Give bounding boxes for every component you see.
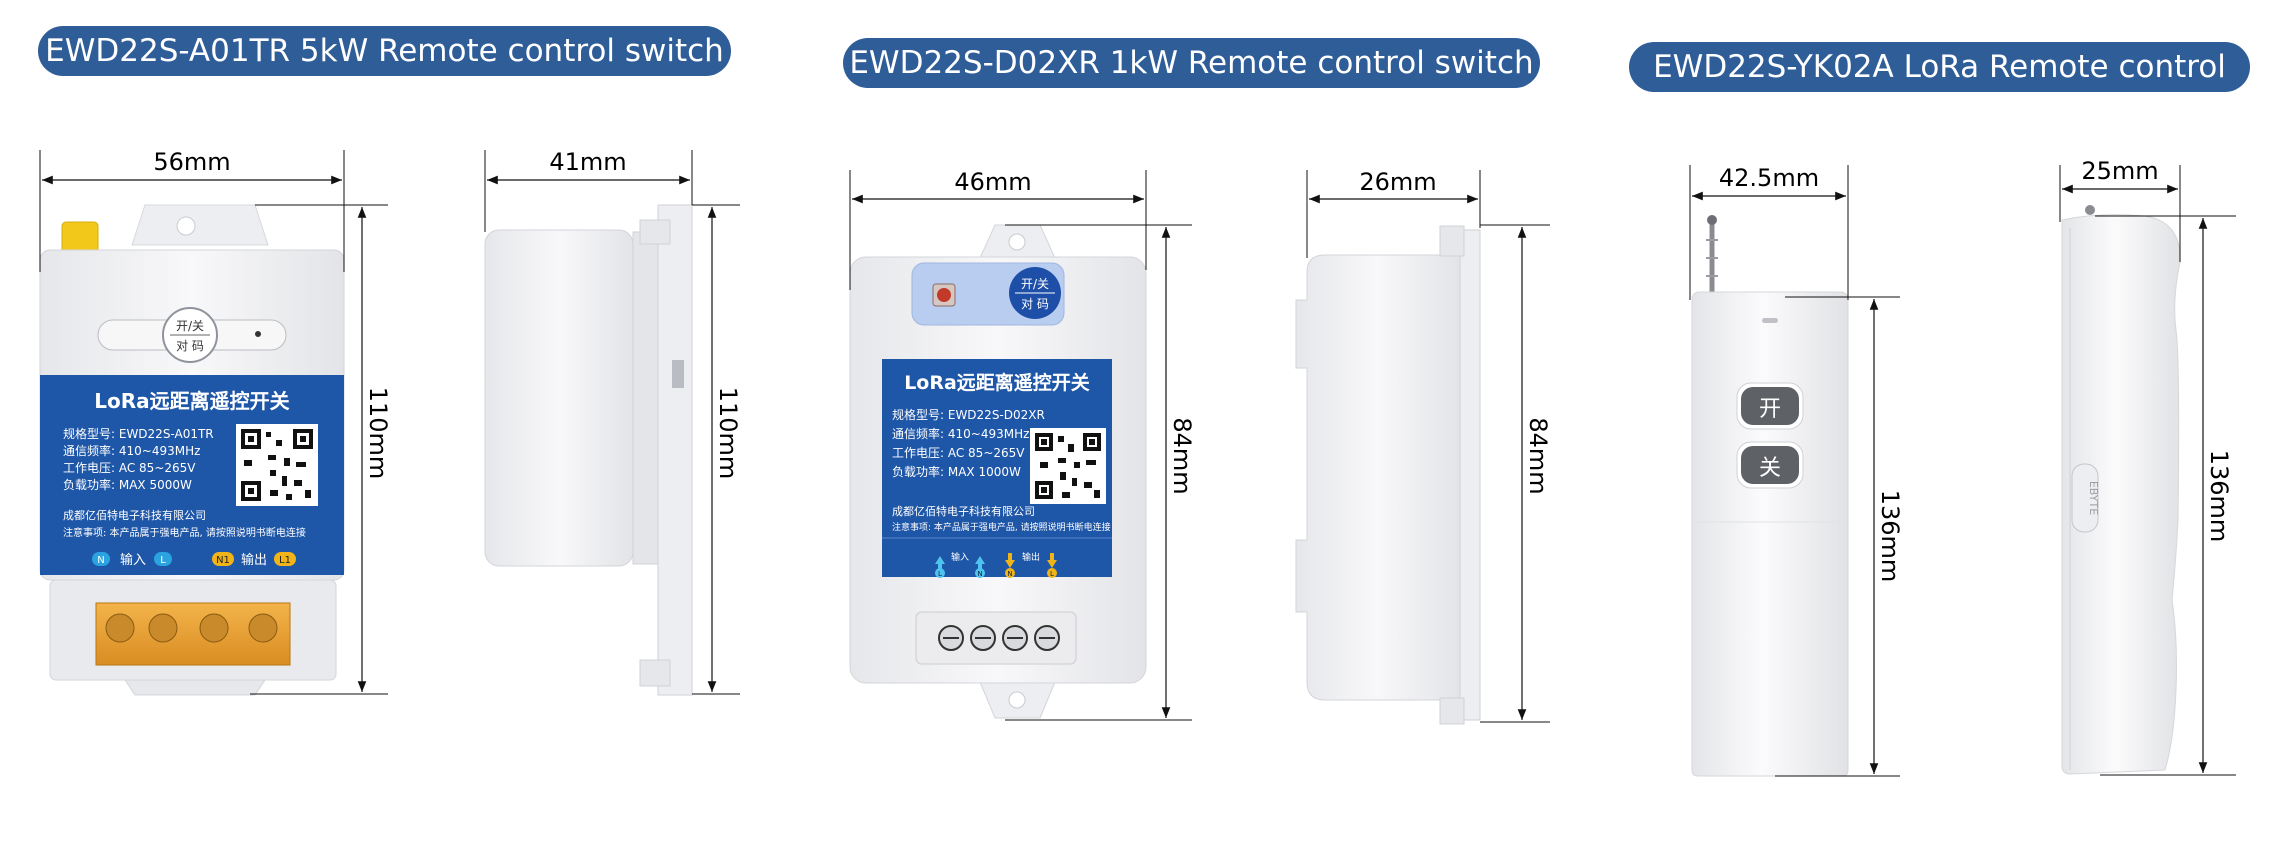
device-a-front: 开/关 对 码 LoRa远距离遥控开关 规格型号: EWD22S-A01TR 通… [39, 204, 345, 696]
spec-model: 规格型号: EWD22S-D02XR [892, 407, 1045, 422]
spec-power: 负载功率: MAX 5000W [63, 477, 192, 492]
spec-model: 规格型号: EWD22S-A01TR [63, 426, 214, 441]
label-title: LoRa远距离遥控开关 [94, 389, 289, 413]
dim-b-side-height: 84mm [1480, 224, 1552, 723]
dim-c-side-height-label: 136mm [2205, 450, 2233, 543]
term-output: 输出 [241, 552, 267, 568]
term-n-in: N [977, 570, 982, 578]
dim-c-side-height: 136mm [2095, 215, 2236, 776]
term-input: 输入 [120, 552, 146, 568]
title-yk02a: EWD22S-YK02A LoRa Remote control [1629, 42, 2250, 92]
pair-button-line1: 开/关 [1021, 277, 1049, 291]
company-name: 成都亿佰特电子科技有限公司 [892, 504, 1035, 518]
term-output: 输出 [1022, 551, 1040, 563]
dim-c-height: 136mm [1775, 296, 1904, 777]
term-n-out: N [1007, 570, 1012, 578]
device-c-side: EBYTE [2061, 205, 2181, 775]
spec-voltage: 工作电压: AC 85~265V [892, 446, 1025, 460]
title-a01tr: EWD22S-A01TR 5kW Remote control switch [38, 26, 731, 76]
dim-a-depth-label: 41mm [549, 148, 626, 176]
indicator-led [1762, 318, 1778, 323]
term-n1: N1 [216, 555, 230, 566]
pair-button-line2: 对 码 [176, 339, 204, 353]
term-l1: L1 [279, 555, 291, 566]
dim-b-width-label: 46mm [954, 168, 1031, 196]
on-button [1741, 387, 1799, 425]
off-button [1741, 446, 1799, 484]
qr-code [1030, 428, 1106, 504]
dim-a-height-label: 110mm [364, 387, 392, 480]
term-l: L [160, 555, 166, 566]
dim-c-width-label: 42.5mm [1719, 164, 1819, 192]
spec-frequency: 通信频率: 410~493MHz [63, 443, 200, 458]
dim-b-height: 84mm [1005, 224, 1196, 721]
term-l-in: L [938, 570, 942, 578]
title-d02xr: EWD22S-D02XR 1kW Remote control switch [843, 38, 1540, 88]
dim-a-height: 110mm [250, 204, 392, 695]
dim-a-depth: 41mm [484, 148, 693, 232]
dim-b-width: 46mm [849, 168, 1147, 290]
dim-a-side-height: 110mm [692, 204, 742, 695]
dim-a-width: 56mm [39, 148, 345, 272]
dim-c-height-label: 136mm [1876, 490, 1904, 583]
term-input: 输入 [951, 551, 969, 563]
spec-power: 负载功率: MAX 1000W [892, 464, 1021, 479]
dim-b-depth-label: 26mm [1359, 168, 1436, 196]
dim-b-side-height-label: 84mm [1524, 417, 1552, 494]
pair-button-line2: 对 码 [1021, 297, 1049, 311]
device-b-front: 开/关 对 码 LoRa远距离遥控开关 规格型号: EWD22S-D02XR 通… [849, 224, 1147, 719]
pair-button-line1: 开/关 [176, 319, 204, 333]
spec-frequency: 通信频率: 410~493MHz [892, 426, 1029, 441]
dim-c-depth-label: 25mm [2081, 157, 2158, 185]
dim-c-depth: 25mm [2059, 157, 2181, 262]
dim-a-side-height-label: 110mm [714, 387, 742, 480]
dim-c-width: 42.5mm [1689, 164, 1849, 300]
spec-voltage: 工作电压: AC 85~265V [63, 461, 196, 475]
device-b-side [1295, 225, 1481, 725]
off-button-label: 关 [1759, 456, 1781, 481]
term-l-out: L [1050, 570, 1054, 578]
label-title: LoRa远距离遥控开关 [904, 371, 1090, 394]
dim-b-depth: 26mm [1306, 168, 1481, 258]
device-c-front: 开 关 [1691, 215, 1849, 777]
notice: 注意事项: 本产品属于强电产品, 请按照说明书断电连接 [892, 521, 1111, 533]
device-a-side [484, 204, 693, 696]
status-led [255, 331, 261, 337]
dim-a-width-label: 56mm [153, 148, 230, 176]
side-clip [2071, 463, 2099, 533]
company-name: 成都亿佰特电子科技有限公司 [63, 508, 206, 522]
dim-b-height-label: 84mm [1168, 417, 1196, 494]
notice: 注意事项: 本产品属于强电产品, 请按照说明书断电连接 [63, 526, 306, 539]
qr-code [236, 424, 318, 506]
term-n: N [97, 555, 104, 566]
on-button-label: 开 [1759, 397, 1781, 422]
side-brand: EBYTE [2087, 481, 2100, 515]
